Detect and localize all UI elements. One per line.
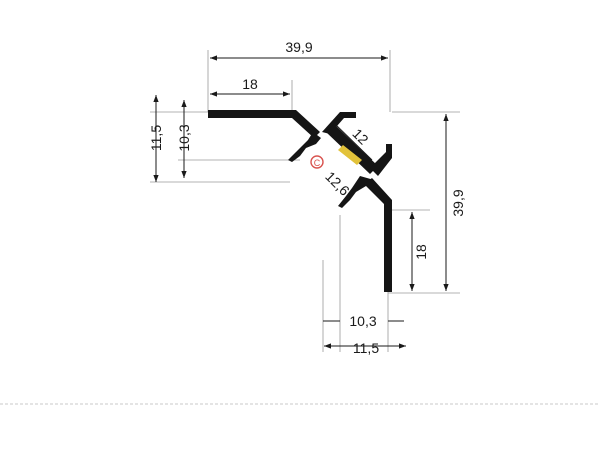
- dim-left-inner: 10,3: [176, 124, 192, 151]
- dim-right-flange: 18: [413, 244, 429, 260]
- dim-bottom-inner: 10,3: [349, 313, 376, 329]
- logo-letter: C: [314, 158, 321, 168]
- dim-bottom-outer: 11,5: [353, 340, 379, 356]
- brand-logo: C: [310, 155, 324, 169]
- left-clip: [288, 132, 321, 162]
- dimension-lines: [153, 55, 449, 349]
- corner-profile: [208, 110, 392, 292]
- top-flange: [208, 110, 320, 138]
- dim-top-flange: 18: [242, 76, 258, 92]
- dim-top-width: 39,9: [285, 39, 312, 55]
- dim-line-diag-inner: [334, 123, 373, 161]
- extension-lines: [150, 50, 460, 352]
- dim-left-outer: 11,5: [148, 125, 164, 151]
- diffuser-right-wall: [370, 144, 392, 176]
- right-flange: [364, 178, 392, 292]
- diffuser-base: [326, 124, 378, 174]
- dim-right-height: 39,9: [450, 189, 466, 216]
- led-strip: [338, 145, 362, 165]
